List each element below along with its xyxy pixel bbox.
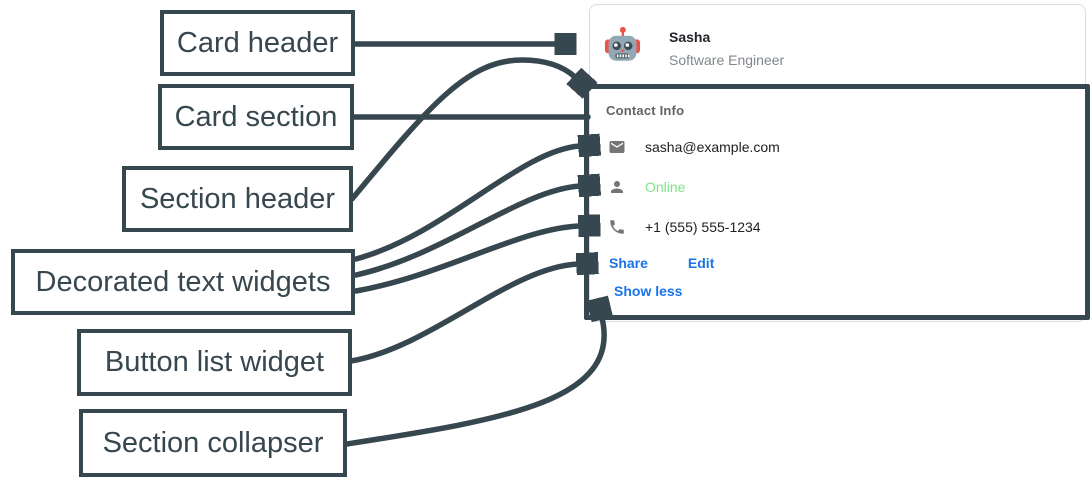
decorated-text-status: Online [608,177,685,197]
decorated-text-phone: +1 (555) 555-1234 [608,217,761,237]
arrow-decorated-text-2 [353,186,580,278]
phone-icon [610,220,624,234]
section-collapser-button[interactable]: Show less [614,283,683,299]
arrow-decorated-text-1 [353,146,580,262]
label-card-section: Card section [158,84,354,150]
edit-button[interactable]: Edit [687,255,715,271]
phone-text: +1 (555) 555-1234 [645,219,761,235]
section-header-text: Contact Info [606,103,685,118]
share-button[interactable]: Share [609,255,648,271]
card-header: Sasha Software Engineer [590,5,1085,87]
email-text: sasha@example.com [645,139,780,155]
card-title: Sasha [669,29,711,45]
card-subtitle: Software Engineer [669,52,785,68]
arrow-button-list [348,264,578,364]
person-icon [611,181,623,193]
button-list-widget: Share Edit [609,255,714,271]
decorated-text-email: sasha@example.com [608,137,780,157]
email-icon [609,141,625,153]
robot-avatar [604,26,641,61]
label-card-header: Card header [160,10,355,76]
label-section-header: Section header [122,166,353,232]
arrow-decorated-text-3 [353,226,580,294]
arrow-section-header [349,57,575,202]
status-text: Online [645,179,686,195]
contact-card: Sasha Software Engineer Contact Info sas… [589,4,1086,322]
label-decorated-text-widgets: Decorated text widgets [11,249,355,315]
label-section-collapser: Section collapser [79,409,347,477]
arrow-section-collapser [344,318,604,447]
label-button-list-widget: Button list widget [77,329,352,396]
